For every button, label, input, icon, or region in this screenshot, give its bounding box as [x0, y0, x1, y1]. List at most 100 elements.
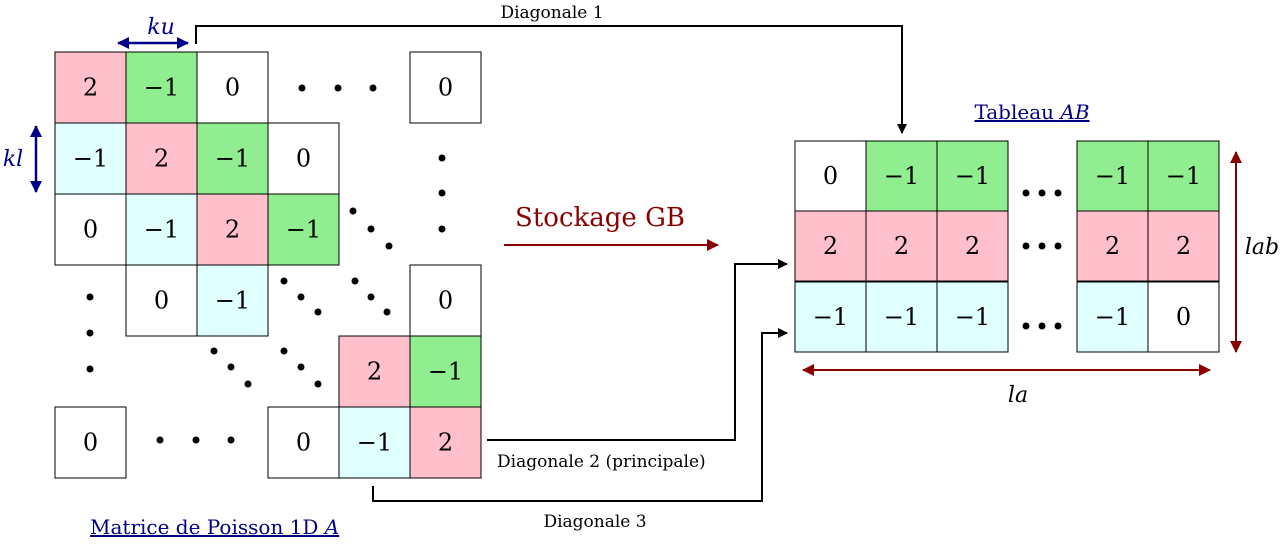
matrix-cell: 2 — [409, 406, 482, 479]
table-cell-box — [794, 281, 867, 353]
matrix-title: Matrice de Poisson 1D A — [90, 515, 339, 539]
matrix-cell-box — [125, 264, 198, 337]
matrix-cell-value: −1 — [215, 287, 250, 315]
matrix-cell-value: 2 — [367, 358, 382, 386]
matrix-cell: 0 — [267, 406, 340, 479]
matrix-cell-box — [267, 122, 340, 195]
table-cell: 2 — [1076, 210, 1149, 282]
matrix-cell: −1 — [196, 122, 269, 195]
matrix-cell: 0 — [54, 406, 127, 479]
table-cell-box — [1147, 210, 1220, 282]
matrix-cell: 0 — [125, 264, 198, 337]
table-cell-value: −1 — [1166, 162, 1201, 190]
matrix-cell: 0 — [267, 122, 340, 195]
diagonale-1-label: Diagonale 1 — [500, 3, 603, 23]
table-cell-value: −1 — [1095, 162, 1130, 190]
storage-arrow-label: Stockage GB — [515, 203, 685, 233]
matrix-cell-value: 0 — [438, 74, 453, 102]
table-cell-value: 0 — [1176, 303, 1191, 331]
matrix-cell-box — [54, 193, 127, 266]
matrix-cell: 2 — [196, 193, 269, 266]
matrix-cell-box — [267, 193, 340, 266]
matrix-cell: 0 — [54, 193, 127, 266]
matrix-cell-box — [409, 51, 482, 124]
table-cell: 2 — [936, 210, 1009, 282]
matrix-cell-box — [409, 406, 482, 479]
table-cell-box — [936, 140, 1009, 212]
table-cell-value: 2 — [965, 232, 980, 260]
table-cell-value: −1 — [955, 303, 990, 331]
table-cell: −1 — [865, 140, 938, 212]
diagonale-2-connector — [487, 259, 788, 441]
table-cell: 0 — [1147, 281, 1220, 353]
table-cell: 2 — [794, 210, 867, 282]
ku-label: ku — [147, 15, 175, 40]
table-cell-value: 0 — [823, 162, 838, 190]
matrix-cell-box — [409, 335, 482, 408]
matrix-cell-box — [196, 51, 269, 124]
matrix-cell-value: 0 — [154, 287, 169, 315]
table-cell: 2 — [865, 210, 938, 282]
table-cell-box — [1076, 281, 1149, 353]
matrix-cell-box — [125, 122, 198, 195]
table-cell-box — [865, 281, 938, 353]
table-ellipsis-dots — [1022, 189, 1062, 330]
diagonale-3-connector — [372, 328, 788, 502]
matrix-cell-value: 0 — [225, 74, 240, 102]
table-cell: −1 — [936, 140, 1009, 212]
table-cell: 0 — [794, 140, 867, 212]
lab-label: lab — [1245, 235, 1279, 260]
matrix-cell-box — [338, 335, 411, 408]
table-cell: −1 — [1076, 281, 1149, 353]
matrix-title-var: A — [323, 515, 339, 539]
matrix-cell-value: −1 — [144, 74, 179, 102]
table-title: Tableau AB — [974, 100, 1089, 124]
matrix-cell-value: 2 — [438, 429, 453, 457]
diagonale-3-label: Diagonale 3 — [543, 512, 646, 532]
table-cell-value: 2 — [823, 232, 838, 260]
matrix-cell-value: −1 — [144, 216, 179, 244]
matrix-cell-box — [196, 264, 269, 337]
matrix-cell-value: −1 — [286, 216, 321, 244]
matrix-cell: −1 — [54, 122, 127, 195]
matrix-cell: 2 — [338, 335, 411, 408]
matrix-cell-value: −1 — [357, 429, 392, 457]
matrix-cell-box — [338, 406, 411, 479]
matrix-cell: 2 — [54, 51, 127, 124]
table-cell: −1 — [936, 281, 1009, 353]
table-cell-box — [936, 210, 1009, 282]
table-cell-value: −1 — [955, 162, 990, 190]
table-cell: −1 — [794, 281, 867, 353]
table-cell-box — [1147, 281, 1220, 353]
table-cell-value: −1 — [813, 303, 848, 331]
matrix-cell: −1 — [196, 264, 269, 337]
matrix-cell: −1 — [338, 406, 411, 479]
table-cell-value: −1 — [884, 162, 919, 190]
table-cell: −1 — [1076, 140, 1149, 212]
matrix-cell-box — [54, 406, 127, 479]
matrix-cell-box — [54, 51, 127, 124]
table-title-var: AB — [1058, 100, 1089, 124]
matrix-cell-value: 2 — [154, 145, 169, 173]
diagonale-2-label: Diagonale 2 (principale) — [497, 452, 706, 472]
matrix-cell: 0 — [196, 51, 269, 124]
diagonale-1-connector — [195, 25, 907, 134]
table-cell-box — [936, 281, 1009, 353]
table-title-text: Tableau — [974, 100, 1054, 124]
table-cell-box — [865, 210, 938, 282]
matrix-cell: 0 — [409, 264, 482, 337]
table-cell-value: −1 — [884, 303, 919, 331]
matrix-cell-box — [267, 406, 340, 479]
matrix-cell: −1 — [125, 51, 198, 124]
matrix-ellipsis-dots — [86, 84, 446, 444]
matrix-cell: 0 — [409, 51, 482, 124]
matrix-cell-box — [409, 264, 482, 337]
table-cell-value: 2 — [1105, 232, 1120, 260]
table-cell-box — [1076, 210, 1149, 282]
matrix-cell-box — [125, 193, 198, 266]
matrix-cell-value: 0 — [438, 287, 453, 315]
matrix-cell-value: 0 — [83, 216, 98, 244]
